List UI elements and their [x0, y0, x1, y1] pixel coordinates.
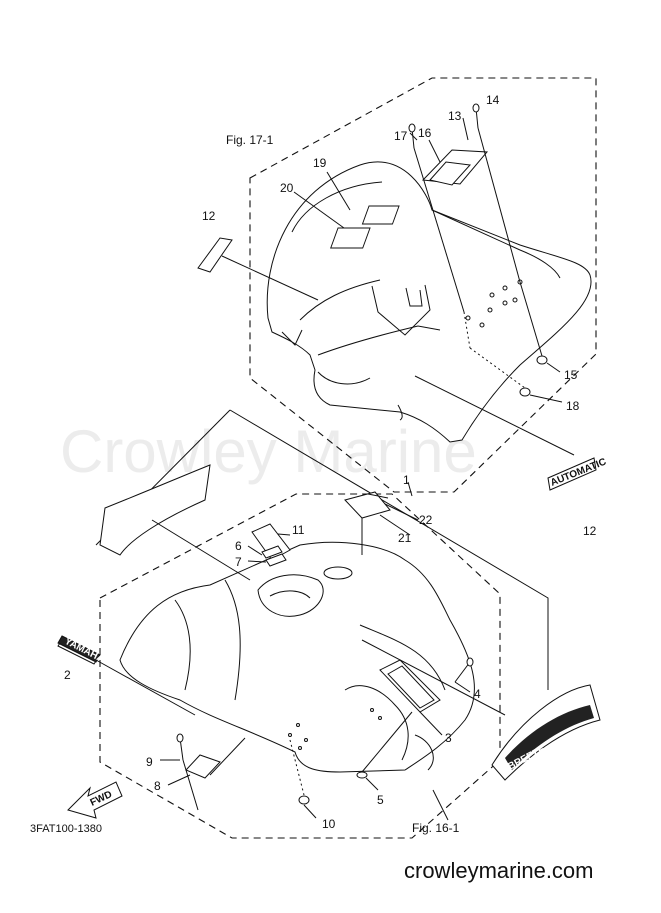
plate-8 [185, 754, 221, 779]
part-label-12-right: 12 [583, 524, 597, 538]
part-label-22: 22 [419, 513, 433, 527]
part-label-3: 3 [445, 731, 452, 745]
part-label-2: 2 [64, 668, 71, 682]
part-label-12-left: 12 [202, 209, 216, 223]
decal-22-strip [367, 493, 389, 499]
front-fender [119, 541, 475, 773]
decal-19 [361, 205, 400, 225]
grommet-5 [356, 771, 368, 779]
nut-10 [298, 795, 310, 805]
part-label-15: 15 [564, 368, 578, 382]
decal-6 [261, 545, 283, 559]
bolt-4 [454, 657, 474, 683]
website-url: crowleymarine.com [404, 858, 594, 883]
svg-text:AUTOMATIC: AUTOMATIC [549, 456, 608, 488]
part-label-13: 13 [448, 109, 462, 123]
plate-3 [379, 659, 441, 713]
part-label-9: 9 [146, 755, 153, 769]
decal-20 [330, 227, 371, 249]
part-label-4: 4 [474, 687, 481, 701]
plate-3-inner [387, 665, 435, 709]
part-label-7: 7 [235, 555, 242, 569]
rear-fender [266, 161, 592, 443]
part-label-8: 8 [154, 779, 161, 793]
side-flap [99, 464, 211, 556]
figure-ref-16-1: Fig. 16-1 [412, 821, 460, 835]
figure-ref-17-1: Fig. 17-1 [226, 133, 274, 147]
part-label-1: 1 [403, 473, 410, 487]
decal-breeze: BREEZE [491, 684, 601, 781]
part-number-labels: 1 2 3 4 5 6 7 8 9 10 11 12 12 13 14 15 1… [64, 93, 597, 831]
bolt-14 [472, 103, 480, 129]
plate-16-lower [429, 161, 472, 186]
decal-12-left [197, 237, 233, 273]
part-label-14: 14 [486, 93, 500, 107]
part-label-17: 17 [394, 129, 408, 143]
part-label-11: 11 [292, 523, 305, 537]
decal-21 [344, 491, 391, 519]
part-label-6: 6 [235, 539, 242, 553]
part-label-19: 19 [313, 156, 327, 170]
diagram-code: 3FAT100-1380 [30, 823, 102, 835]
nut-18 [519, 387, 531, 397]
part-label-21: 21 [398, 531, 412, 545]
part-label-10: 10 [322, 817, 336, 831]
rear-fender-boundary [249, 77, 597, 493]
item-1-frame [229, 409, 549, 690]
part-label-20: 20 [280, 181, 294, 195]
decal-7 [265, 553, 287, 567]
bolt-17 [408, 123, 416, 149]
front-fender-boundary [99, 493, 501, 839]
decal-automatic: AUTOMATIC [547, 456, 608, 491]
part-label-18: 18 [566, 399, 580, 413]
fwd-arrow-icon: FWD [67, 781, 123, 819]
part-label-16: 16 [418, 126, 432, 140]
nut-15 [536, 355, 548, 365]
decal-yamaha: YAMAHA [57, 635, 106, 665]
part-label-5: 5 [377, 793, 384, 807]
watermark-text: Crowley Marine [60, 418, 477, 485]
bolt-9 [176, 733, 184, 761]
